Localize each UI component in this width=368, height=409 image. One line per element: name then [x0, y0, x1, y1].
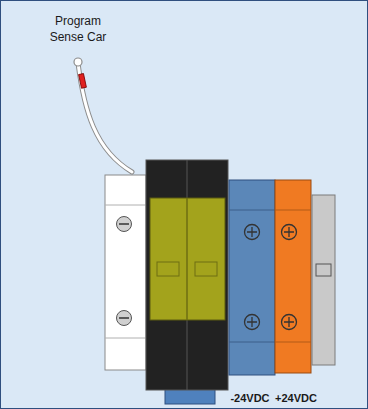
screw-cross [284, 227, 294, 237]
block-line [229, 342, 275, 343]
screw-cross [284, 317, 294, 327]
plus-screw [282, 315, 297, 330]
screw-slot [119, 317, 129, 319]
voltage-label: +24VDC [275, 391, 317, 405]
voltage-label: -24VDC [230, 391, 269, 405]
fuse-terminal-block [146, 160, 228, 390]
fuse-window [195, 262, 217, 276]
fuse-window [157, 262, 179, 276]
block-divider [187, 160, 188, 390]
block-line [229, 210, 275, 211]
end-plate-slot [316, 264, 331, 276]
end-plate [312, 195, 335, 365]
wire-label: Program Sense Car [46, 14, 110, 45]
blue-terminal-block [229, 180, 275, 375]
orange-terminal-block [275, 180, 311, 373]
plus-screw [282, 225, 297, 240]
minus-screw [117, 311, 132, 326]
plus-screw [245, 225, 260, 240]
sense-wire [78, 63, 132, 172]
plus-screw [245, 315, 260, 330]
block-line [105, 205, 146, 206]
screw-cross [247, 317, 257, 327]
wire-outline [78, 63, 132, 172]
wire-marker [79, 74, 87, 89]
fuse-holder [150, 198, 225, 320]
screw-slot [119, 223, 129, 225]
wire-end-dot [74, 58, 82, 66]
block-line [275, 342, 311, 343]
plus-screws [245, 225, 297, 330]
block-line [105, 338, 146, 339]
white-terminal-block [105, 175, 146, 370]
block-line [275, 210, 311, 211]
minus-screw [117, 217, 132, 232]
fuse-divider [186, 198, 188, 320]
screw-cross [247, 227, 257, 237]
